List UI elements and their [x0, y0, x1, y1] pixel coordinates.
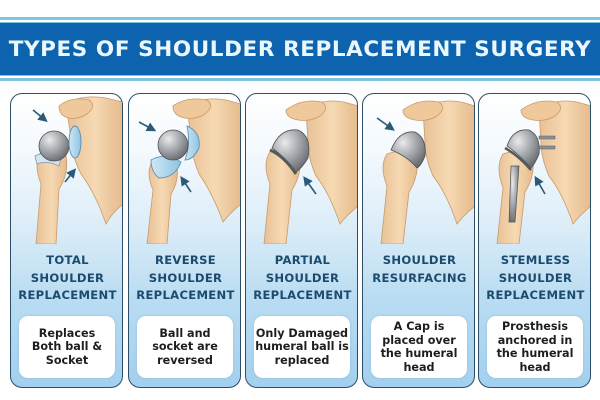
card-title: TOTAL SHOULDER REPLACEMENT: [18, 253, 117, 302]
card-title: SHOULDER RESURFACING: [372, 253, 467, 285]
page-title: TYPES OF SHOULDER REPLACEMENT SURGERY: [8, 36, 592, 62]
card-description: A Cap is placed over the humeral head: [380, 320, 458, 374]
description-box: Ball and socket are reversed: [137, 316, 233, 378]
card-description: Replaces Both ball & Socket: [31, 326, 103, 367]
card-shoulder-resurfacing: SHOULDER RESURFACING A Cap is placed ove…: [362, 93, 475, 388]
description-box: A Cap is placed over the humeral head: [371, 316, 467, 378]
stemless-shoulder-replacement-illustration: [496, 100, 590, 244]
title-banner: TYPES OF SHOULDER REPLACEMENT SURGERY: [0, 17, 600, 81]
card-title: STEMLESS SHOULDER REPLACEMENT: [486, 253, 585, 302]
card-reverse-shoulder-replacement: REVERSE SHOULDER REPLACEMENT Ball and so…: [128, 93, 241, 388]
reverse-shoulder-replacement-illustration: [138, 98, 240, 244]
card-description: Prosthesis anchored in the humeral head: [496, 320, 574, 374]
card-total-shoulder-replacement: TOTAL SHOULDER REPLACEMENT Replaces Both…: [10, 93, 123, 388]
banner-core: TYPES OF SHOULDER REPLACEMENT SURGERY: [0, 23, 600, 75]
total-shoulder-replacement-illustration: [32, 96, 122, 244]
card-stemless-shoulder-replacement: STEMLESS SHOULDER REPLACEMENT Prosthesis…: [478, 93, 591, 388]
card-description: Ball and socket are reversed: [152, 326, 218, 367]
card-description: Only Damaged humeral ball is replaced: [255, 326, 349, 367]
shoulder-resurfacing-illustration: [376, 100, 474, 244]
banner-stripe-bottom: [0, 76, 600, 78]
banner-stripe-top: [0, 20, 600, 22]
partial-shoulder-replacement-illustration: [263, 100, 357, 244]
card-title: PARTIAL SHOULDER REPLACEMENT: [253, 253, 352, 302]
card-partial-shoulder-replacement: PARTIAL SHOULDER REPLACEMENT Only Damage…: [245, 93, 358, 388]
card-title: REVERSE SHOULDER REPLACEMENT: [136, 253, 235, 302]
description-box: Prosthesis anchored in the humeral head: [487, 316, 583, 378]
description-box: Only Damaged humeral ball is replaced: [254, 316, 350, 378]
description-box: Replaces Both ball & Socket: [19, 316, 115, 378]
